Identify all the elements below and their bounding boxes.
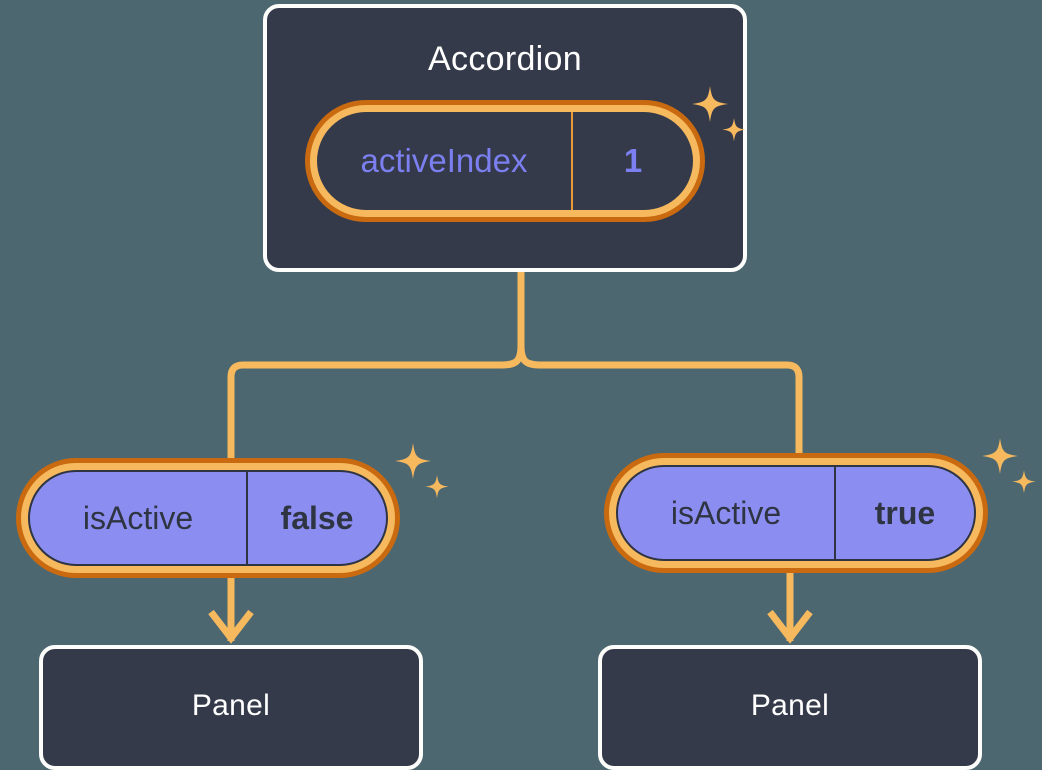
prop-value-label: true: [874, 494, 936, 531]
pill-ring-outer: activeIndex 1: [305, 100, 705, 222]
pill-body: activeIndex 1: [317, 112, 693, 210]
arrow-down-icon-left: [208, 609, 254, 644]
pill-ring-outer: isActive false: [16, 458, 400, 578]
wire-branch-left: [227, 344, 525, 462]
prop-value-label: false: [280, 499, 354, 536]
component-node-panel-right[interactable]: Panel: [598, 645, 982, 770]
state-pill-is-active-false[interactable]: isActive false: [16, 458, 400, 578]
panel-title: Panel: [191, 689, 271, 722]
prop-key-label: isActive: [30, 472, 248, 564]
state-key-label: activeIndex: [317, 112, 573, 210]
pill-ring-outer: isActive true: [604, 453, 988, 573]
sparkle-4-point-large: [395, 443, 449, 499]
pill-body: isActive false: [28, 470, 388, 566]
state-pill-active-index[interactable]: activeIndex 1: [305, 100, 705, 222]
arrow-down-icon-right: [767, 609, 813, 644]
prop-key-label: isActive: [618, 467, 836, 559]
pill-ring-inner: isActive true: [609, 458, 983, 568]
component-node-panel-left[interactable]: Panel: [39, 645, 423, 770]
wire-branch-right: [517, 344, 803, 458]
pill-ring-inner: activeIndex 1: [310, 105, 700, 217]
pill-body: isActive true: [616, 465, 976, 561]
state-pill-is-active-true[interactable]: isActive true: [604, 453, 988, 573]
pill-ring-inner: isActive false: [21, 463, 395, 573]
accordion-title: Accordion: [428, 40, 582, 78]
panel-title: Panel: [750, 689, 830, 722]
state-value-label: 1: [623, 142, 643, 179]
sparkle-4-point-large: [982, 438, 1036, 494]
